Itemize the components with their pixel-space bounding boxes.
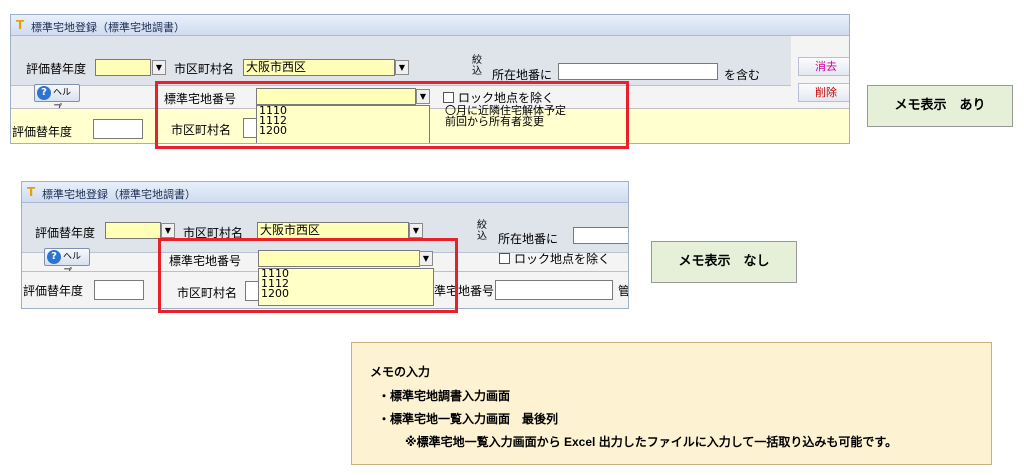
city-select[interactable]: 大阪市西区: [257, 222, 409, 239]
contains-label: を含む: [724, 68, 761, 82]
info-line: ※標準宅地一覧入力画面から Excel 出力したファイルに入力して一括取り込みも…: [405, 435, 898, 449]
memo-hidden-caption: メモ表示 なし: [651, 241, 797, 283]
delete-button[interactable]: 削除: [798, 83, 849, 102]
city-label: 市区町村名: [183, 226, 244, 240]
location-input[interactable]: [573, 227, 628, 244]
std-land-no-list[interactable]: 1110 1112 1200: [258, 268, 434, 306]
exclude-lock-label: ロック地点を除く: [458, 91, 555, 105]
list-item[interactable]: 1110: [261, 268, 289, 280]
eval-year-label: 評価替年度: [26, 62, 87, 76]
location-label: 所在地番に: [492, 68, 553, 82]
eval-year-dropdown-arrow[interactable]: ▼: [161, 223, 175, 238]
memo-line: 前回から所有者変更: [445, 115, 544, 128]
info-heading: メモの入力: [370, 365, 431, 379]
memo-input-info: メモの入力 ・標準宅地調書入力画面 ・標準宅地一覧入力画面 最後列 ※標準宅地一…: [351, 342, 992, 465]
std-land-no-dropdown-arrow[interactable]: ▼: [416, 89, 430, 104]
record-row: [11, 108, 849, 143]
app-icon: T: [27, 185, 36, 199]
eval-year-select[interactable]: [105, 222, 161, 239]
city-label: 市区町村名: [174, 62, 235, 76]
filter-label: 絞込: [472, 55, 482, 77]
exclude-lock-label: ロック地点を除く: [514, 252, 611, 266]
city-dropdown-arrow[interactable]: ▼: [409, 223, 423, 238]
std-land-no-label: 標準宅地番号: [169, 254, 242, 268]
exclude-lock-checkbox[interactable]: [499, 253, 510, 264]
std-land-no-row-label: 標準宅地番号: [422, 284, 495, 298]
city-select[interactable]: 大阪市西区: [243, 59, 395, 76]
help-icon: ?: [47, 250, 61, 264]
memo-text: 〇月に近隣住宅解体予定 前回から所有者変更: [445, 105, 566, 127]
list-item[interactable]: 1112: [261, 277, 289, 290]
title-bar: T 標準宅地登録（標準宅地調書）: [22, 182, 628, 203]
list-item[interactable]: 1200: [261, 287, 289, 300]
help-button[interactable]: ? ヘルプ: [34, 84, 80, 114]
title-bar: T 標準宅地登録（標準宅地調書）: [11, 15, 849, 36]
city-dropdown-arrow[interactable]: ▼: [395, 60, 409, 75]
highlight-frame-memo: [155, 81, 629, 149]
window-title: 標準宅地登録（標準宅地調書）: [42, 188, 196, 201]
clear-button[interactable]: 消去: [798, 57, 849, 76]
std-land-no-select[interactable]: [256, 88, 416, 105]
info-line: ・標準宅地一覧入力画面 最後列: [378, 412, 559, 426]
eval-year-row-label: 評価替年度: [23, 284, 84, 298]
filter-label: 絞込: [477, 220, 487, 242]
app-icon: T: [16, 18, 25, 32]
std-land-no-dropdown-arrow[interactable]: ▼: [419, 251, 433, 266]
exclude-lock-checkbox[interactable]: [443, 92, 454, 103]
location-input[interactable]: [558, 63, 718, 80]
window-title: 標準宅地登録（標準宅地調書）: [31, 21, 185, 34]
std-land-no-list[interactable]: 1110 1112 1200: [256, 105, 430, 143]
memo-shown-caption: メモ表示 あり: [867, 85, 1013, 127]
list-item[interactable]: 1112: [259, 114, 287, 127]
help-icon: ?: [37, 86, 51, 100]
eval-year-select[interactable]: [95, 59, 151, 76]
list-item[interactable]: 1110: [259, 105, 287, 117]
window-memo-shown: T 標準宅地登録（標準宅地調書） 評価替年度 ▼ 市区町村名 大阪市西区 ▼ 絞…: [10, 14, 850, 144]
list-item[interactable]: 1200: [259, 124, 287, 137]
eval-year-row-input[interactable]: [93, 119, 143, 139]
highlight-frame-no-memo: [158, 238, 458, 313]
eval-year-label: 評価替年度: [35, 226, 96, 240]
info-line: ・標準宅地調書入力画面: [378, 389, 511, 403]
window-memo-hidden: T 標準宅地登録（標準宅地調書） 評価替年度 ▼ 市区町村名 大阪市西区 ▼ 絞…: [21, 181, 629, 309]
trailing-label: 管: [618, 284, 629, 298]
help-button[interactable]: ? ヘルプ: [44, 248, 90, 278]
std-land-no-label: 標準宅地番号: [164, 92, 237, 106]
city-row-label: 市区町村名: [171, 123, 232, 137]
memo-line: 〇月に近隣住宅解体予定: [445, 104, 566, 117]
eval-year-row-input[interactable]: [94, 280, 144, 300]
eval-year-dropdown-arrow[interactable]: ▼: [152, 60, 166, 75]
location-label: 所在地番に: [498, 232, 559, 246]
eval-year-row-label: 評価替年度: [12, 125, 73, 139]
std-land-no-row-input[interactable]: [495, 280, 613, 300]
city-row-label: 市区町村名: [177, 286, 238, 300]
